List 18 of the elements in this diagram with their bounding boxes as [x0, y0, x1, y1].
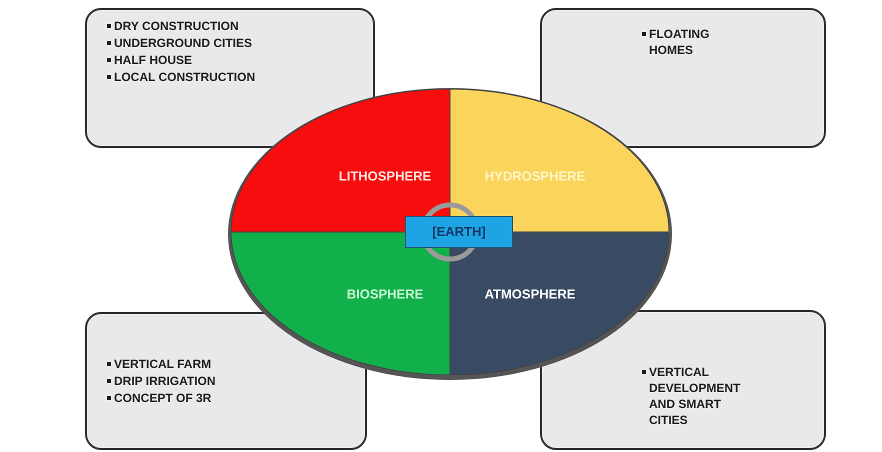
list-item: FLOATING HOMES	[649, 26, 710, 58]
sphere-label: HYDROSPHERE	[484, 167, 586, 186]
center-label-box: [EARTH]	[405, 216, 513, 248]
sphere-label: ATMOSPHERE	[484, 285, 576, 304]
list-item: VERTICAL DEVELOPMENT AND SMART CITIES	[649, 364, 742, 428]
text-card	[85, 8, 375, 148]
list-item: LOCAL CONSTRUCTION	[114, 69, 256, 85]
text-card	[85, 312, 367, 450]
list-item: DRY CONSTRUCTION	[114, 18, 240, 34]
text-card	[540, 310, 826, 450]
text-card	[540, 8, 826, 148]
sphere-label: LITHOSPHERE	[338, 167, 432, 186]
sphere-label: BIOSPHERE	[346, 285, 424, 304]
list-item: HALF HOUSE	[114, 52, 193, 68]
list-item: UNDERGROUND CITIES	[114, 35, 254, 51]
list-item: VERTICAL FARM	[114, 356, 212, 372]
list-item: DRIP IRRIGATION	[114, 373, 217, 389]
list-item: CONCEPT OF 3R	[114, 390, 212, 406]
